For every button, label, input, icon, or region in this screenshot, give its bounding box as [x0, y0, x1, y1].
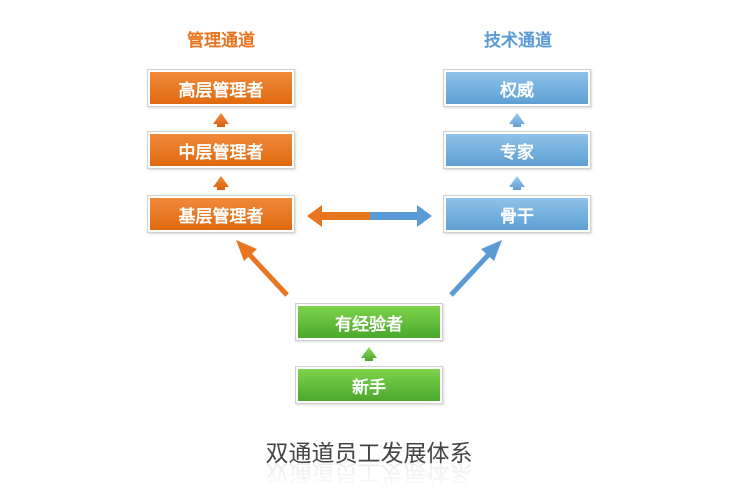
box-expert-label: 专家: [500, 142, 534, 163]
up-arrow-icon: [361, 347, 377, 361]
technical-lane-title: 技术通道: [484, 31, 552, 51]
up-arrow-icon: [509, 113, 525, 127]
diagonal-arrow-blue-icon: [449, 240, 502, 297]
box-newcomer-label: 新手: [352, 377, 386, 398]
up-arrow-icon: [213, 176, 229, 190]
box-newcomer: 新手: [295, 366, 443, 404]
box-senior-manager: 高层管理者: [147, 69, 295, 107]
diagram-caption-reflection: 双通道员工发展体系: [265, 459, 473, 485]
box-backbone: 骨干: [443, 195, 591, 233]
box-experienced: 有经验者: [295, 303, 443, 341]
box-authority-label: 权威: [500, 80, 534, 101]
diagonal-arrow-orange-icon: [236, 240, 289, 297]
box-middle-manager: 中层管理者: [147, 131, 295, 169]
box-base-manager: 基层管理者: [147, 195, 295, 233]
up-arrow-icon: [509, 176, 525, 190]
box-middle-manager-label: 中层管理者: [178, 142, 264, 163]
management-lane-title: 管理通道: [187, 31, 255, 51]
diagram-caption: 双通道员工发展体系: [265, 441, 473, 467]
box-experienced-label: 有经验者: [335, 314, 403, 335]
box-expert: 专家: [443, 131, 591, 169]
box-senior-manager-label: 高层管理者: [178, 80, 264, 101]
up-arrow-icon: [213, 113, 229, 127]
double-arrow-icon: [307, 205, 432, 227]
box-authority: 权威: [443, 69, 591, 107]
box-backbone-label: 骨干: [500, 206, 534, 227]
box-base-manager-label: 基层管理者: [178, 206, 264, 227]
